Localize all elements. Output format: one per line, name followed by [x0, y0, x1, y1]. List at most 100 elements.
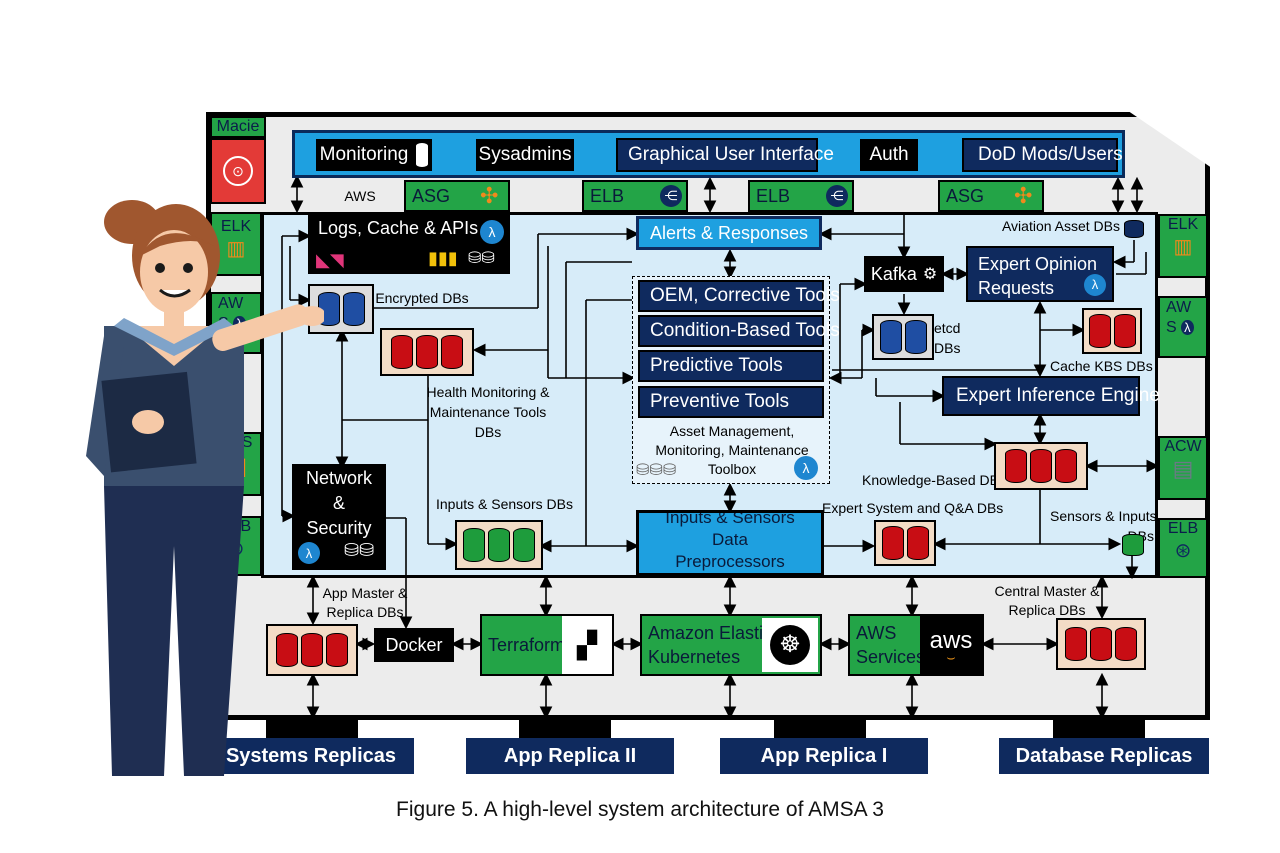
elb-label-2: ELB — [756, 185, 791, 206]
encrypted-dbs-label: Encrypted DBs — [375, 290, 469, 306]
acw-label: ACW — [1164, 438, 1202, 455]
terraform-box: Terraform ▞ — [480, 614, 614, 676]
app-replica-2-label: App Replica II — [466, 738, 674, 774]
app-master-dbs-icon — [266, 624, 358, 676]
preprocessors-line3: Preprocessors — [675, 552, 785, 571]
elk-label: ELK — [1167, 216, 1199, 233]
kb-dbs-icon — [994, 442, 1088, 490]
elb-label-1: ELB — [590, 185, 625, 206]
asg-box-2: ASG ✣ — [938, 180, 1044, 212]
autoscaling-icon: ✣ — [480, 183, 499, 208]
security-label: Security — [306, 518, 372, 538]
elk-icon: ▥ — [1173, 236, 1193, 258]
expert-inference-engine: Expert Inference Engine — [942, 376, 1160, 416]
condition-based-tools: Condition-Based Tools — [638, 315, 840, 347]
monitoring-box: Monitoring — [316, 139, 432, 171]
auth-box: Auth — [860, 139, 918, 171]
expert-opinion-line1: Expert Opinion — [978, 254, 1098, 274]
kb-dbs-label: Knowledge-Based DBs — [862, 472, 1006, 488]
load-balancer-icon: ⋲ — [826, 185, 849, 207]
grafana-icon: ▮▮▮ — [428, 248, 458, 268]
expert-opinion-box: Expert Opinion Requests λ — [966, 246, 1114, 302]
oem-corrective-tools: OEM, Corrective Tools — [638, 280, 840, 312]
acw-tile-right: ACW ▤ — [1158, 436, 1208, 500]
aws-services-line1: AWS — [856, 623, 897, 643]
preprocessors-line1: Inputs & Sensors — [665, 510, 795, 527]
autoscaling-icon: ✣ — [1014, 183, 1033, 208]
aws-services-line2: Services — [856, 647, 926, 667]
macie-label: Macie — [210, 116, 266, 138]
central-master-label: Central Master &Replica DBs — [994, 583, 1100, 618]
kubernetes-icon: ☸ — [762, 618, 818, 672]
preventive-tools: Preventive Tools — [638, 386, 824, 418]
aws-label: AWS — [344, 188, 376, 204]
kafka-icon: ⚙ — [922, 266, 938, 283]
sensors-inputs-db-icon — [1122, 534, 1144, 556]
database-icon: ⛁⛁⛁ — [636, 462, 677, 479]
terraform-icon: ▞ — [562, 616, 612, 674]
asg-label-1: ASG — [412, 185, 451, 206]
elb-box-2: ELB ⋲ — [748, 180, 854, 212]
eks-box: Amazon Elastic Kubernetes ☸ — [640, 614, 822, 676]
foot-2 — [519, 720, 611, 740]
expert-qa-label: Expert System and Q&A DBs — [822, 500, 1004, 516]
aviation-dbs-label: Aviation Asset DBs — [1001, 218, 1120, 234]
cache-icon: ⛁⛁ — [468, 250, 495, 267]
sysadmins-box: Sysadmins — [476, 139, 574, 171]
systems-replicas-label: Systems Replicas — [208, 738, 414, 774]
lambda-icon: λ — [1084, 274, 1106, 296]
logs-label: Logs, Cache & APIs — [318, 218, 479, 238]
aws-tile-text: AW — [1166, 299, 1192, 316]
expert-qa-dbs-icon — [874, 520, 936, 566]
kafka-label: Kafka — [870, 263, 917, 284]
database-replicas-label: Database Replicas — [999, 738, 1209, 774]
monitoring-label: Monitoring — [319, 144, 409, 165]
network-amp: & — [332, 493, 345, 513]
app-replica-1-label: App Replica I — [720, 738, 928, 774]
lambda-icon: λ — [480, 220, 504, 244]
load-balancer-icon: ⊛ — [1174, 540, 1192, 562]
expert-opinion-line2: Requests — [978, 278, 1055, 298]
preprocessors-box: Inputs & Sensors Data Preprocessors — [636, 510, 824, 576]
foot-3 — [774, 720, 866, 740]
terraform-label: Terraform — [488, 634, 566, 655]
aws-services-box: AWS Services aws ⌣ — [848, 614, 984, 676]
elk-tile-right: ELK ▥ — [1158, 214, 1208, 278]
inputs-sensors-dbs-label: Inputs & Sensors DBs — [436, 496, 573, 512]
aws-logo-text: aws — [929, 627, 973, 654]
aviation-db-icon — [1124, 220, 1144, 238]
presenter-illustration — [86, 200, 324, 776]
elk-icon: ▥ — [226, 238, 246, 260]
cloudwatch-icon: ▤ — [1172, 456, 1194, 481]
eks-line2: Kubernetes — [648, 647, 741, 667]
preprocessors-line2: Data — [712, 530, 748, 549]
load-balancer-icon: ⋲ — [660, 185, 683, 207]
macie-icon: ⊙ — [210, 138, 266, 204]
foot-4 — [1053, 720, 1145, 740]
asg-box-1: ASG ✣ — [404, 180, 510, 212]
eks-line1: Amazon Elastic — [648, 623, 773, 643]
lambda-icon: λ — [298, 542, 320, 564]
etcd-dbs-icon — [872, 314, 934, 360]
elk-label: ELK — [220, 218, 252, 235]
database-icon: ⛁⛁ — [344, 540, 375, 560]
central-master-dbs-icon — [1056, 618, 1146, 670]
foot-1 — [266, 720, 358, 740]
docker-box: Docker — [374, 628, 454, 662]
database-icon — [416, 143, 429, 167]
cache-kbs-label: Cache KBS DBs — [1050, 358, 1153, 374]
aws-logo-icon: aws ⌣ — [920, 616, 982, 674]
toolbox-label: Asset Management,Monitoring, Maintenance… — [655, 423, 809, 477]
kafka-box: Kafka ⚙ — [864, 256, 944, 292]
logs-cache-apis-box: Logs, Cache & APIs ◣◥ ▮▮▮ ⛁⛁ λ — [308, 212, 510, 274]
inputs-sensors-dbs-icon — [455, 520, 543, 570]
health-dbs-icon — [380, 328, 474, 376]
network-label: Network — [305, 468, 372, 488]
gui-box: Graphical User Interface — [616, 138, 834, 172]
network-security-box: Network & Security λ ⛁⛁ — [292, 464, 386, 570]
dod-users-box: DoD Mods/Users — [962, 138, 1123, 172]
alerts-responses-box: Alerts & Responses — [636, 216, 822, 250]
predictive-tools: Predictive Tools — [638, 350, 824, 382]
